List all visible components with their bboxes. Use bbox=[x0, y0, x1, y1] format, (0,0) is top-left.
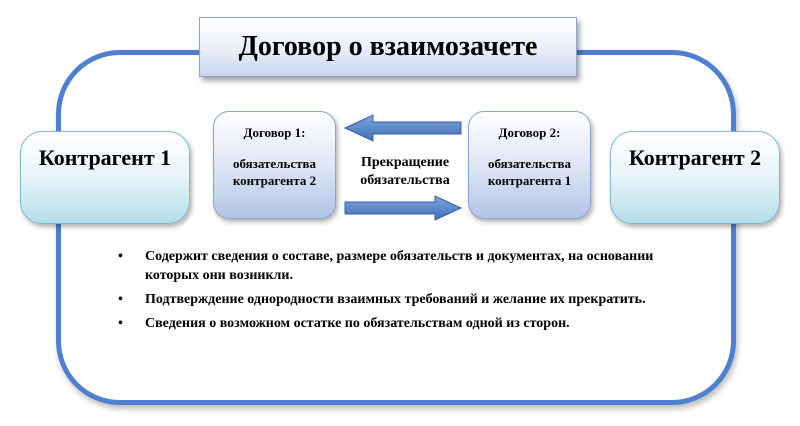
party-left-box: Контрагент 1 bbox=[20, 131, 190, 224]
bullet-list: Содержит сведения о составе, размере обя… bbox=[118, 247, 698, 338]
party-right-box: Контрагент 2 bbox=[610, 131, 780, 224]
contract-1-heading: Договор 1: bbox=[243, 125, 306, 140]
contract-2-box: Договор 2: обязательства контрагента 1 bbox=[468, 111, 591, 219]
outer-frame bbox=[56, 50, 736, 405]
contract-1-box: Договор 1: обязательства контрагента 2 bbox=[213, 111, 336, 219]
contract-1-line1: обязательства bbox=[232, 156, 317, 171]
termination-label: Прекращение обязательства bbox=[340, 154, 470, 190]
list-item: Подтверждение однородности взаимных треб… bbox=[118, 290, 698, 309]
termination-line1: Прекращение bbox=[360, 155, 450, 170]
party-left-label: Контрагент 1 bbox=[38, 145, 172, 170]
party-right-label: Контрагент 2 bbox=[628, 145, 762, 170]
list-item: Содержит сведения о составе, размере обя… bbox=[118, 247, 698, 285]
contract-2-heading: Договор 2: bbox=[498, 125, 561, 140]
arrow-left-icon bbox=[343, 114, 462, 142]
contract-2-line2: контрагента 1 bbox=[487, 173, 572, 188]
termination-line2: обязательства bbox=[360, 173, 450, 188]
diagram-title: Договор о взаимозачете bbox=[199, 17, 577, 77]
arrow-right-icon bbox=[344, 195, 463, 221]
contract-2-line1: обязательства bbox=[487, 156, 572, 171]
contract-1-line2: контрагента 2 bbox=[232, 173, 317, 188]
list-item: Сведения о возможном остатке по обязател… bbox=[118, 314, 698, 333]
